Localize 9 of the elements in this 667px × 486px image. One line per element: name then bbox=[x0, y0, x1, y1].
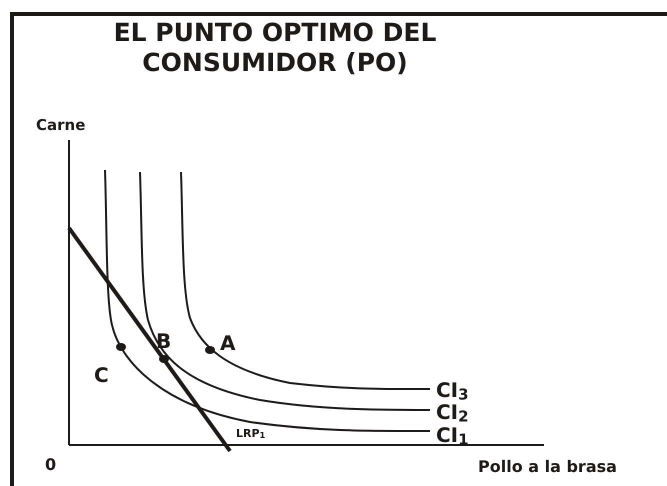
point-label: C bbox=[94, 365, 109, 385]
origin-label: 0 bbox=[45, 457, 56, 473]
curve-label: CI$_{3}$ bbox=[436, 380, 469, 402]
axis-label: Pollo a la brasa bbox=[478, 459, 617, 475]
curve-label: CI$_{2}$ bbox=[436, 402, 469, 424]
line-label: LRP$_{1}$ bbox=[236, 428, 266, 440]
axis-label: Carne bbox=[36, 118, 86, 133]
point-label: A bbox=[220, 333, 236, 353]
title: EL PUNTO OPTIMO DEL CONSUMIDOR (PO) bbox=[112, 18, 438, 78]
